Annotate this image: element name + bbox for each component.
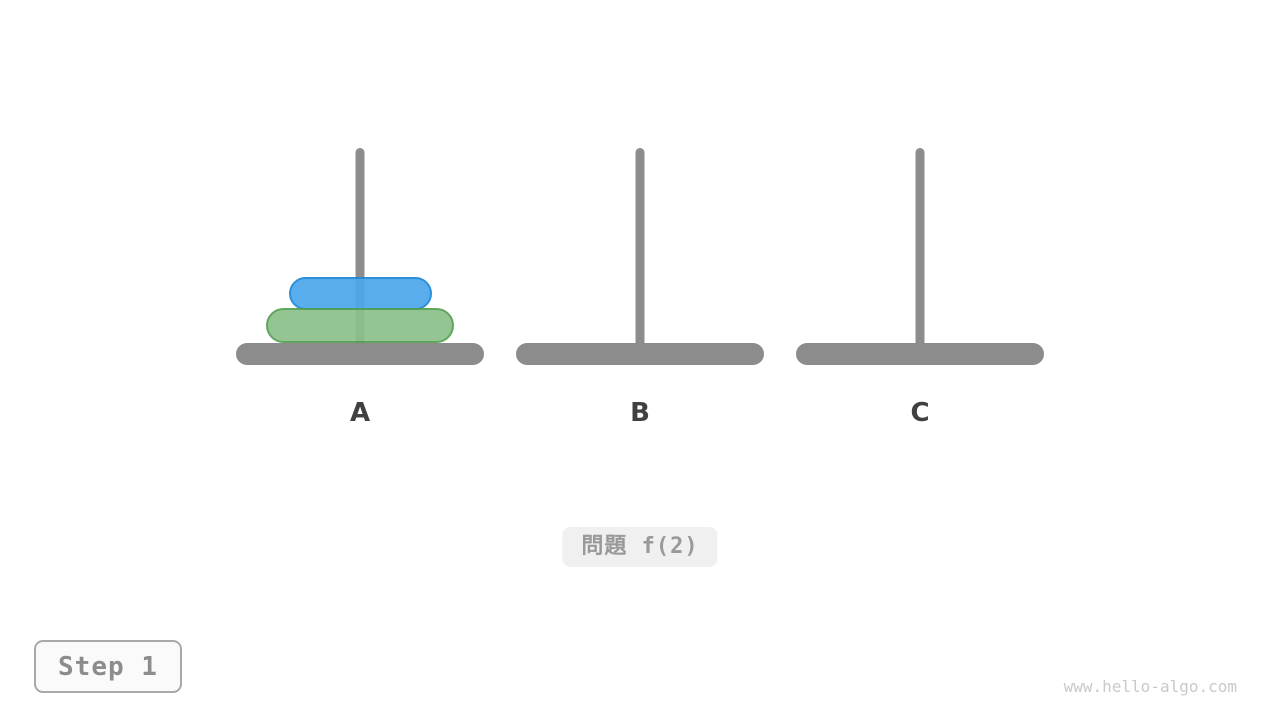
peg-B-base bbox=[516, 343, 764, 365]
disk-size-2 bbox=[266, 308, 454, 343]
peg-A-label: A bbox=[349, 398, 371, 428]
peg-C-pole bbox=[915, 148, 925, 348]
peg-A-disks bbox=[236, 277, 484, 343]
step-badge: Step 1 bbox=[34, 640, 182, 693]
disk-size-1 bbox=[288, 277, 432, 310]
peg-C-base bbox=[796, 343, 1044, 365]
peg-A-base bbox=[236, 343, 484, 365]
peg-A-pole bbox=[355, 148, 365, 348]
peg-B-label: B bbox=[630, 398, 650, 428]
problem-label-badge: 問題 f(2) bbox=[562, 527, 718, 567]
watermark: www.hello-algo.com bbox=[1063, 677, 1237, 696]
peg-B: B bbox=[516, 148, 764, 430]
peg-C-label: C bbox=[910, 398, 930, 428]
peg-B-pole bbox=[635, 148, 645, 348]
peg-C: C bbox=[796, 148, 1044, 430]
peg-A: A bbox=[236, 148, 484, 430]
